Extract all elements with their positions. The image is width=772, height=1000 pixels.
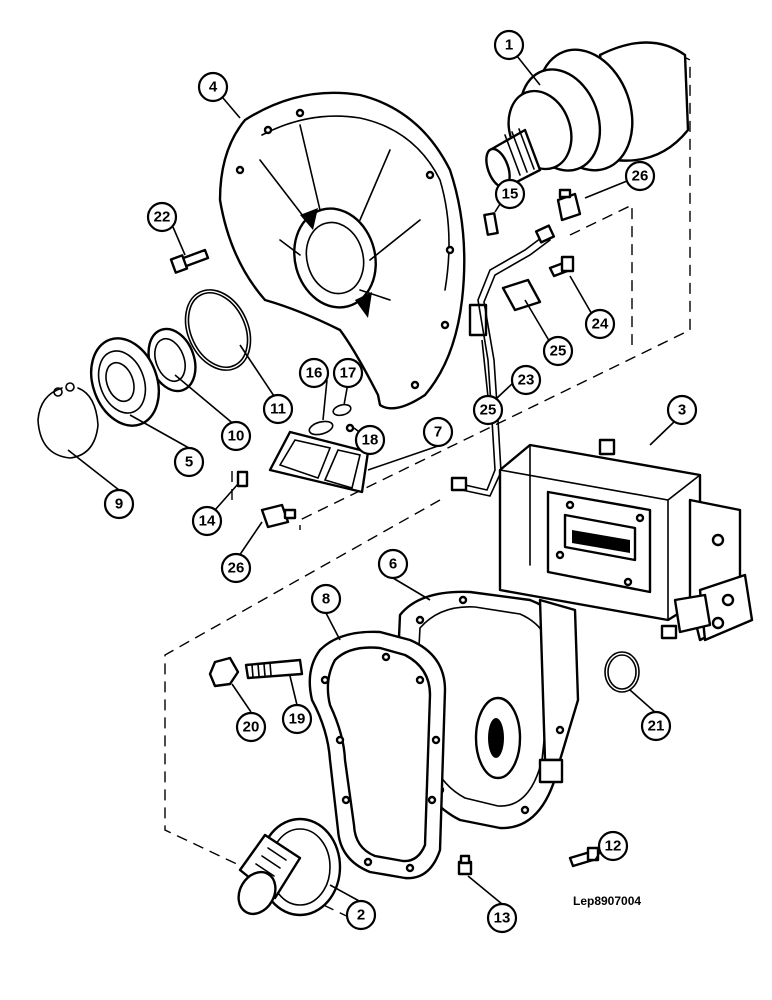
callout-25-lower: 25 (472, 394, 504, 426)
part-3-valve-block (498, 438, 754, 642)
callout-label: 2 (357, 907, 365, 924)
part-24-bolt (548, 255, 575, 278)
callout-label: 8 (322, 591, 330, 608)
callout-label: 21 (648, 718, 665, 735)
reference-code: Lep8907004 (573, 894, 641, 908)
part-16-17-18-rings (308, 403, 355, 436)
callout-label: 7 (434, 424, 442, 441)
callout-17: 17 (332, 357, 364, 389)
callout-26-upper: 26 (624, 160, 656, 192)
callout-26-lower: 26 (220, 552, 252, 584)
callout-label: 18 (362, 432, 379, 449)
part-5-bearing (90, 337, 160, 427)
part-2-coupling (237, 817, 342, 917)
callout-label: 20 (243, 719, 260, 736)
part-21-oring (604, 651, 640, 693)
part-25-block (501, 278, 542, 312)
callout-10: 10 (220, 420, 252, 452)
callout-18: 18 (354, 424, 386, 456)
callout-19: 19 (281, 703, 313, 735)
callout-22: 22 (146, 201, 178, 233)
callout-6: 6 (377, 548, 409, 580)
callout-label: 23 (518, 372, 535, 389)
part-8-gasket (308, 630, 447, 880)
callout-11: 11 (262, 393, 294, 425)
callout-label: 25 (550, 343, 567, 360)
part-26-lower-fitting (260, 503, 297, 529)
callout-9: 9 (103, 488, 135, 520)
callout-label: 17 (340, 365, 357, 382)
callout-1: 1 (493, 29, 525, 61)
callout-8: 8 (310, 583, 342, 615)
part-4-bell-housing (218, 91, 488, 410)
callout-25-upper: 25 (542, 335, 574, 367)
callout-label: 1 (505, 37, 513, 54)
part-1-motor-shaft (485, 41, 690, 190)
callout-24: 24 (584, 308, 616, 340)
callout-15: 15 (494, 178, 526, 210)
callout-label: 5 (185, 454, 193, 471)
callout-14: 14 (191, 505, 223, 537)
callout-label: 15 (502, 186, 519, 203)
callout-4: 4 (197, 71, 229, 103)
part-13-plug (457, 854, 473, 876)
part-7-pad (268, 430, 370, 494)
leader-lines (67, 55, 676, 905)
part-20-nut (208, 656, 240, 688)
callout-label: 9 (115, 496, 123, 513)
part-26-upper-fitting (556, 188, 582, 222)
callout-20: 20 (235, 711, 267, 743)
callout-label: 11 (270, 401, 286, 418)
callout-label: 4 (209, 79, 218, 96)
callout-label: 25 (480, 402, 497, 419)
callout-3: 3 (666, 394, 698, 426)
callout-23: 23 (510, 364, 542, 396)
part-12-bolt (568, 846, 600, 868)
callout-21: 21 (640, 710, 672, 742)
callout-5: 5 (173, 446, 205, 478)
callout-label: 6 (389, 556, 397, 573)
callout-label: 19 (289, 711, 306, 728)
part-9-circlip (37, 382, 99, 459)
callout-7: 7 (422, 416, 454, 448)
callout-label: 26 (632, 168, 649, 185)
callout-label: 12 (605, 838, 622, 855)
callout-label: 10 (228, 428, 245, 445)
part-19-stud (244, 658, 304, 680)
part-15-dowel (483, 212, 499, 236)
callout-label: 3 (678, 402, 686, 419)
callout-label: 13 (494, 910, 511, 927)
callout-label: 24 (592, 316, 609, 333)
callout-13: 13 (486, 902, 518, 934)
callout-16: 16 (298, 357, 330, 389)
part-14-plug (236, 470, 249, 488)
part-11-oring (184, 289, 252, 371)
callout-2: 2 (345, 899, 377, 931)
part-22-bolt (169, 248, 210, 274)
callout-label: 26 (228, 560, 245, 577)
callout-label: 14 (199, 513, 216, 530)
part-23-pipe (450, 224, 556, 497)
callout-label: 16 (306, 365, 323, 382)
callout-12: 12 (597, 830, 629, 862)
callout-label: 22 (154, 209, 171, 226)
